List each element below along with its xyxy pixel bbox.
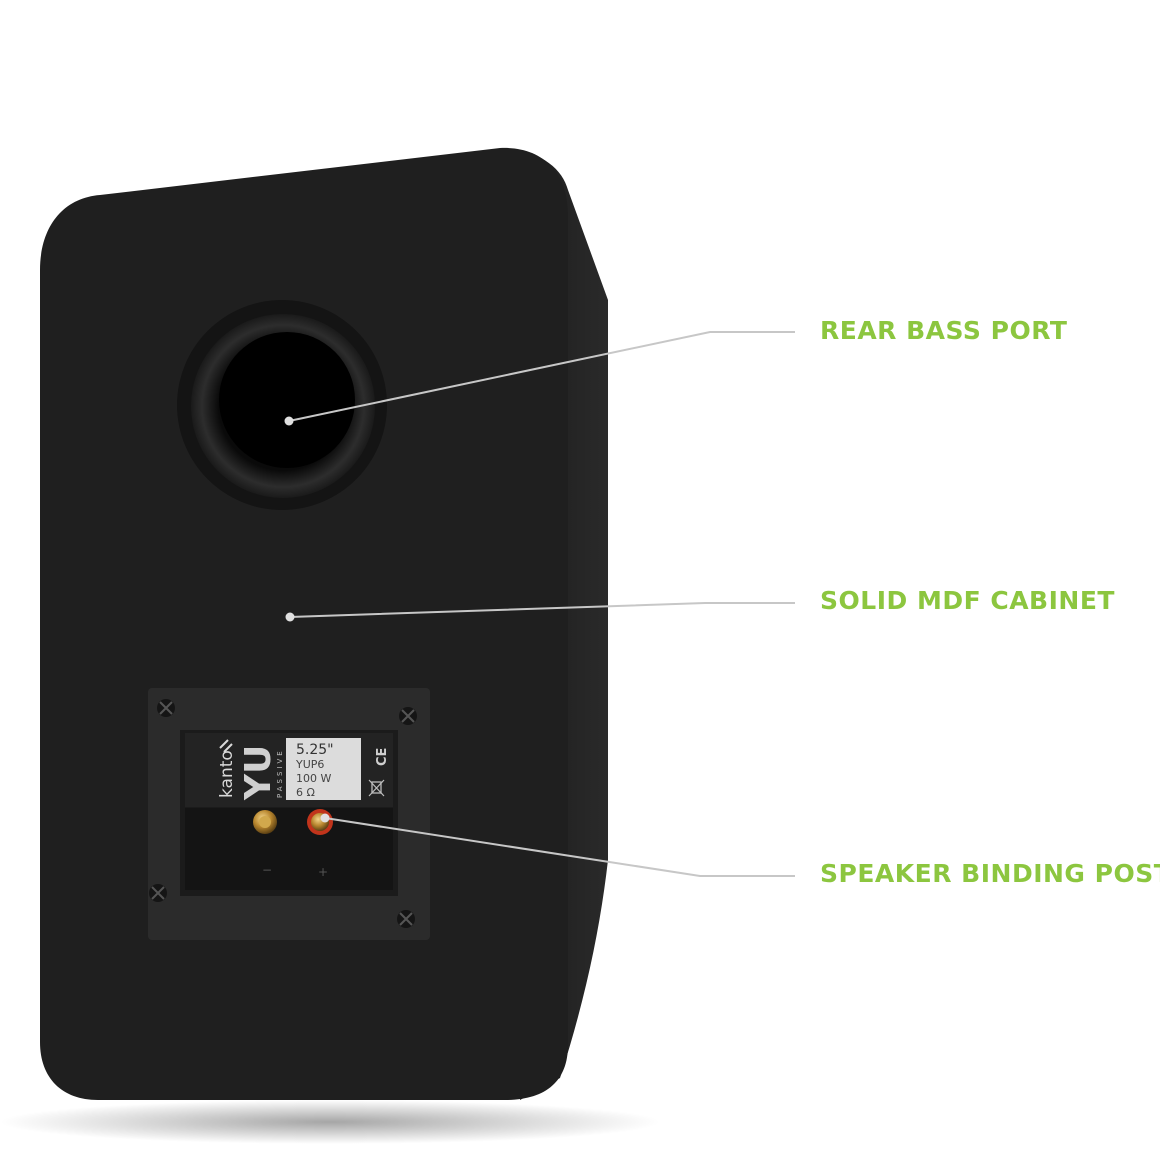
rear-bass-port [177,300,387,510]
callout-solid-mdf-cabinet: SOLID MDF CABINET [820,586,1115,615]
model-logo: YU [238,745,279,801]
polarity-negative: − [262,863,272,877]
cabinet-back-face [40,147,568,1100]
leader-line-binding-post [320,813,795,877]
spec-driver-size: 5.25" [296,742,334,758]
brand-wordmark: kanto [217,750,237,798]
positive-binding-post [307,809,333,835]
negative-binding-post [253,810,277,834]
polarity-positive: + [318,865,328,879]
spec-impedance: 6 Ω [296,786,315,799]
kanto-logo-icon [219,739,233,753]
ce-mark: CE [375,748,390,766]
weee-bin-icon [368,779,385,797]
spec-model: YUP6 [295,758,324,771]
spec-power: 100 W [296,772,331,785]
leader-line-rear-bass-port [284,331,795,426]
leader-line-mdf-cabinet [285,602,795,622]
floor-shadow [0,1100,660,1144]
terminal-plate [148,688,430,940]
plate-screws [149,699,417,928]
callout-rear-bass-port: REAR BASS PORT [820,316,1068,345]
passive-subline: PASSIVE [276,748,284,798]
callout-speaker-binding-post: SPEAKER BINDING POST [820,859,1160,888]
